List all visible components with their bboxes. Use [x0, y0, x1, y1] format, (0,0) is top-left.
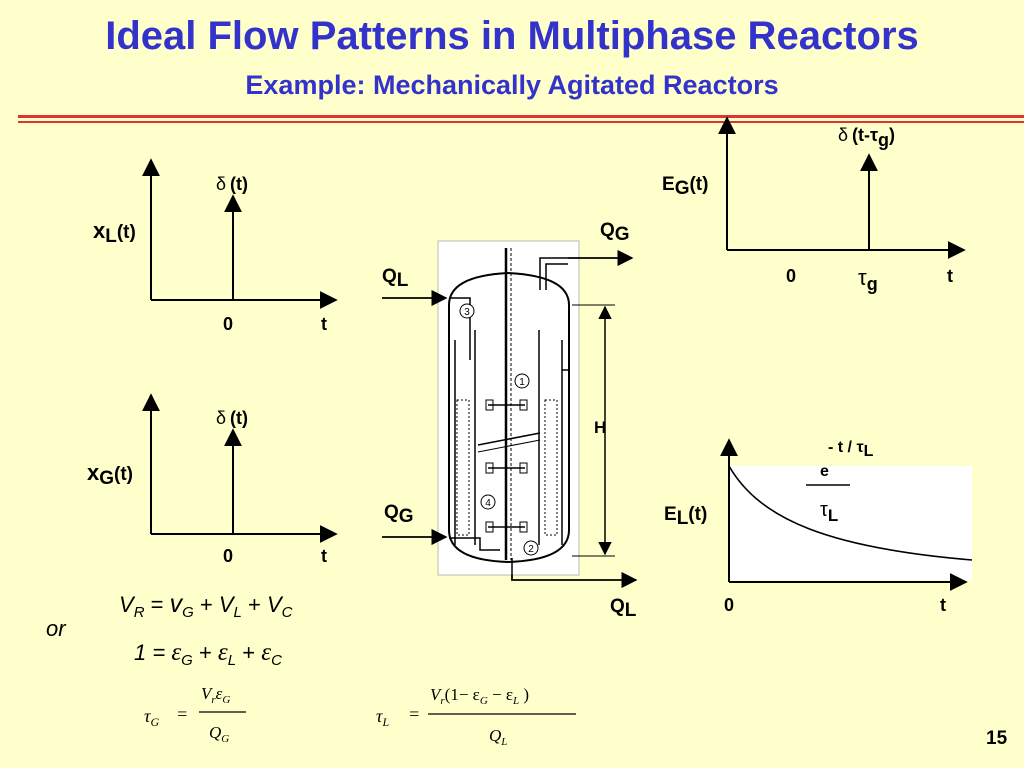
- plot-xl-y-label: xL(t): [93, 218, 136, 247]
- plot-xg-impulse-label: δ(t): [216, 408, 248, 428]
- label-ql-in: QL: [382, 266, 409, 291]
- plot-xl-x-label: t: [321, 314, 327, 334]
- holdup-balance-equation: 1 = εG + εL + εC: [134, 639, 282, 669]
- svg-text:Vr(1− εG − εL ): Vr(1− εG − εL ): [430, 685, 529, 707]
- reactor-panel: [437, 240, 580, 576]
- plot-eg-y-label: EG(t): [662, 174, 708, 199]
- plot-el-decay-curve: [728, 465, 973, 561]
- title-divider-top: [18, 115, 1024, 118]
- label-height: H: [594, 418, 606, 437]
- plot-eg-origin: 0: [786, 266, 796, 286]
- plot-xl-impulse-label: δ(t): [216, 174, 248, 194]
- volume-equations: or VR = vG + VL + VC 1 = εG + εL + εC: [46, 590, 293, 669]
- label-qg-out: QG: [600, 220, 630, 245]
- plot-el-plot-area: [729, 466, 972, 580]
- gas-outlet-pipe: [539, 257, 568, 290]
- svg-text:1: 1: [519, 377, 525, 388]
- right-cooling-coil: [544, 399, 558, 536]
- plot-el-origin: 0: [724, 595, 734, 615]
- svg-text:=: =: [408, 704, 420, 724]
- svg-text:3: 3: [464, 307, 470, 318]
- volume-balance-equation: VR = vG + VL + VC: [119, 590, 293, 621]
- svg-text:τG: τG: [144, 706, 159, 729]
- callout-2: [523, 540, 539, 556]
- tau-g-equation: τG = VrεG QG: [144, 684, 246, 745]
- plot-eg-x-label: t: [947, 266, 953, 286]
- plot-xl: xL(t) δ(t) 0 t: [93, 158, 338, 334]
- plot-el: EL(t) - t / τL e τL 0 t: [664, 438, 973, 615]
- callout-4: [480, 494, 496, 510]
- or-label: or: [46, 616, 67, 641]
- plot-eg-impulse-label: δ(t-τg): [838, 125, 895, 150]
- plot-el-y-label: EL(t): [664, 504, 707, 529]
- svg-text:=: =: [176, 704, 188, 724]
- plot-xl-origin: 0: [223, 314, 233, 334]
- plot-eg-tick-tau-g: τg: [858, 265, 878, 294]
- slide-subtitle: Example: Mechanically Agitated Reactors: [245, 70, 779, 100]
- svg-text:2: 2: [528, 544, 534, 555]
- page-number: 15: [986, 728, 1008, 749]
- slide-title: Ideal Flow Patterns in Multiphase Reacto…: [105, 14, 919, 58]
- middle-impeller: [485, 462, 528, 474]
- callout-3: [459, 303, 475, 319]
- plot-el-exponent: - t / τL: [828, 439, 874, 460]
- svg-text:QG: QG: [209, 723, 229, 745]
- svg-text:VrεG: VrεG: [201, 684, 230, 706]
- svg-text:4: 4: [485, 498, 491, 509]
- plot-el-denominator: τL: [820, 499, 838, 525]
- title-divider-bottom: [18, 121, 1024, 123]
- reactor-vessel: [448, 271, 570, 564]
- upper-impeller: [485, 399, 528, 411]
- label-qg-in: QG: [384, 502, 414, 527]
- lower-impeller: [485, 521, 528, 533]
- plot-xg-x-label: t: [321, 546, 327, 566]
- plot-xg-y-label: xG(t): [87, 460, 133, 489]
- callout-1: [514, 373, 530, 389]
- plot-xg: xG(t) δ(t) 0 t: [87, 393, 338, 566]
- liquid-inlet-pipe: [449, 297, 471, 360]
- liquid-out-arrow: [511, 571, 638, 589]
- reactor-diagram: 1 2 3 4: [437, 240, 580, 576]
- label-ql-out: QL: [610, 596, 637, 621]
- left-cooling-coil: [456, 399, 470, 536]
- plot-el-x-label: t: [940, 595, 946, 615]
- reactor-flow-arrows: [382, 249, 638, 589]
- plot-xg-origin: 0: [223, 546, 233, 566]
- reactor-labels: QG QL QG QL H: [382, 220, 637, 621]
- svg-text:QL: QL: [489, 726, 507, 748]
- gas-sparger-pipe: [449, 537, 500, 551]
- plot-el-exp-base: e: [820, 463, 829, 480]
- svg-text:τL: τL: [376, 706, 389, 729]
- inner-separator: [477, 432, 541, 446]
- plot-eg: EG(t) δ(t-τg) 0 τg t: [662, 116, 966, 294]
- tau-l-equation: τL = Vr(1− εG − εL ) QL: [376, 685, 576, 748]
